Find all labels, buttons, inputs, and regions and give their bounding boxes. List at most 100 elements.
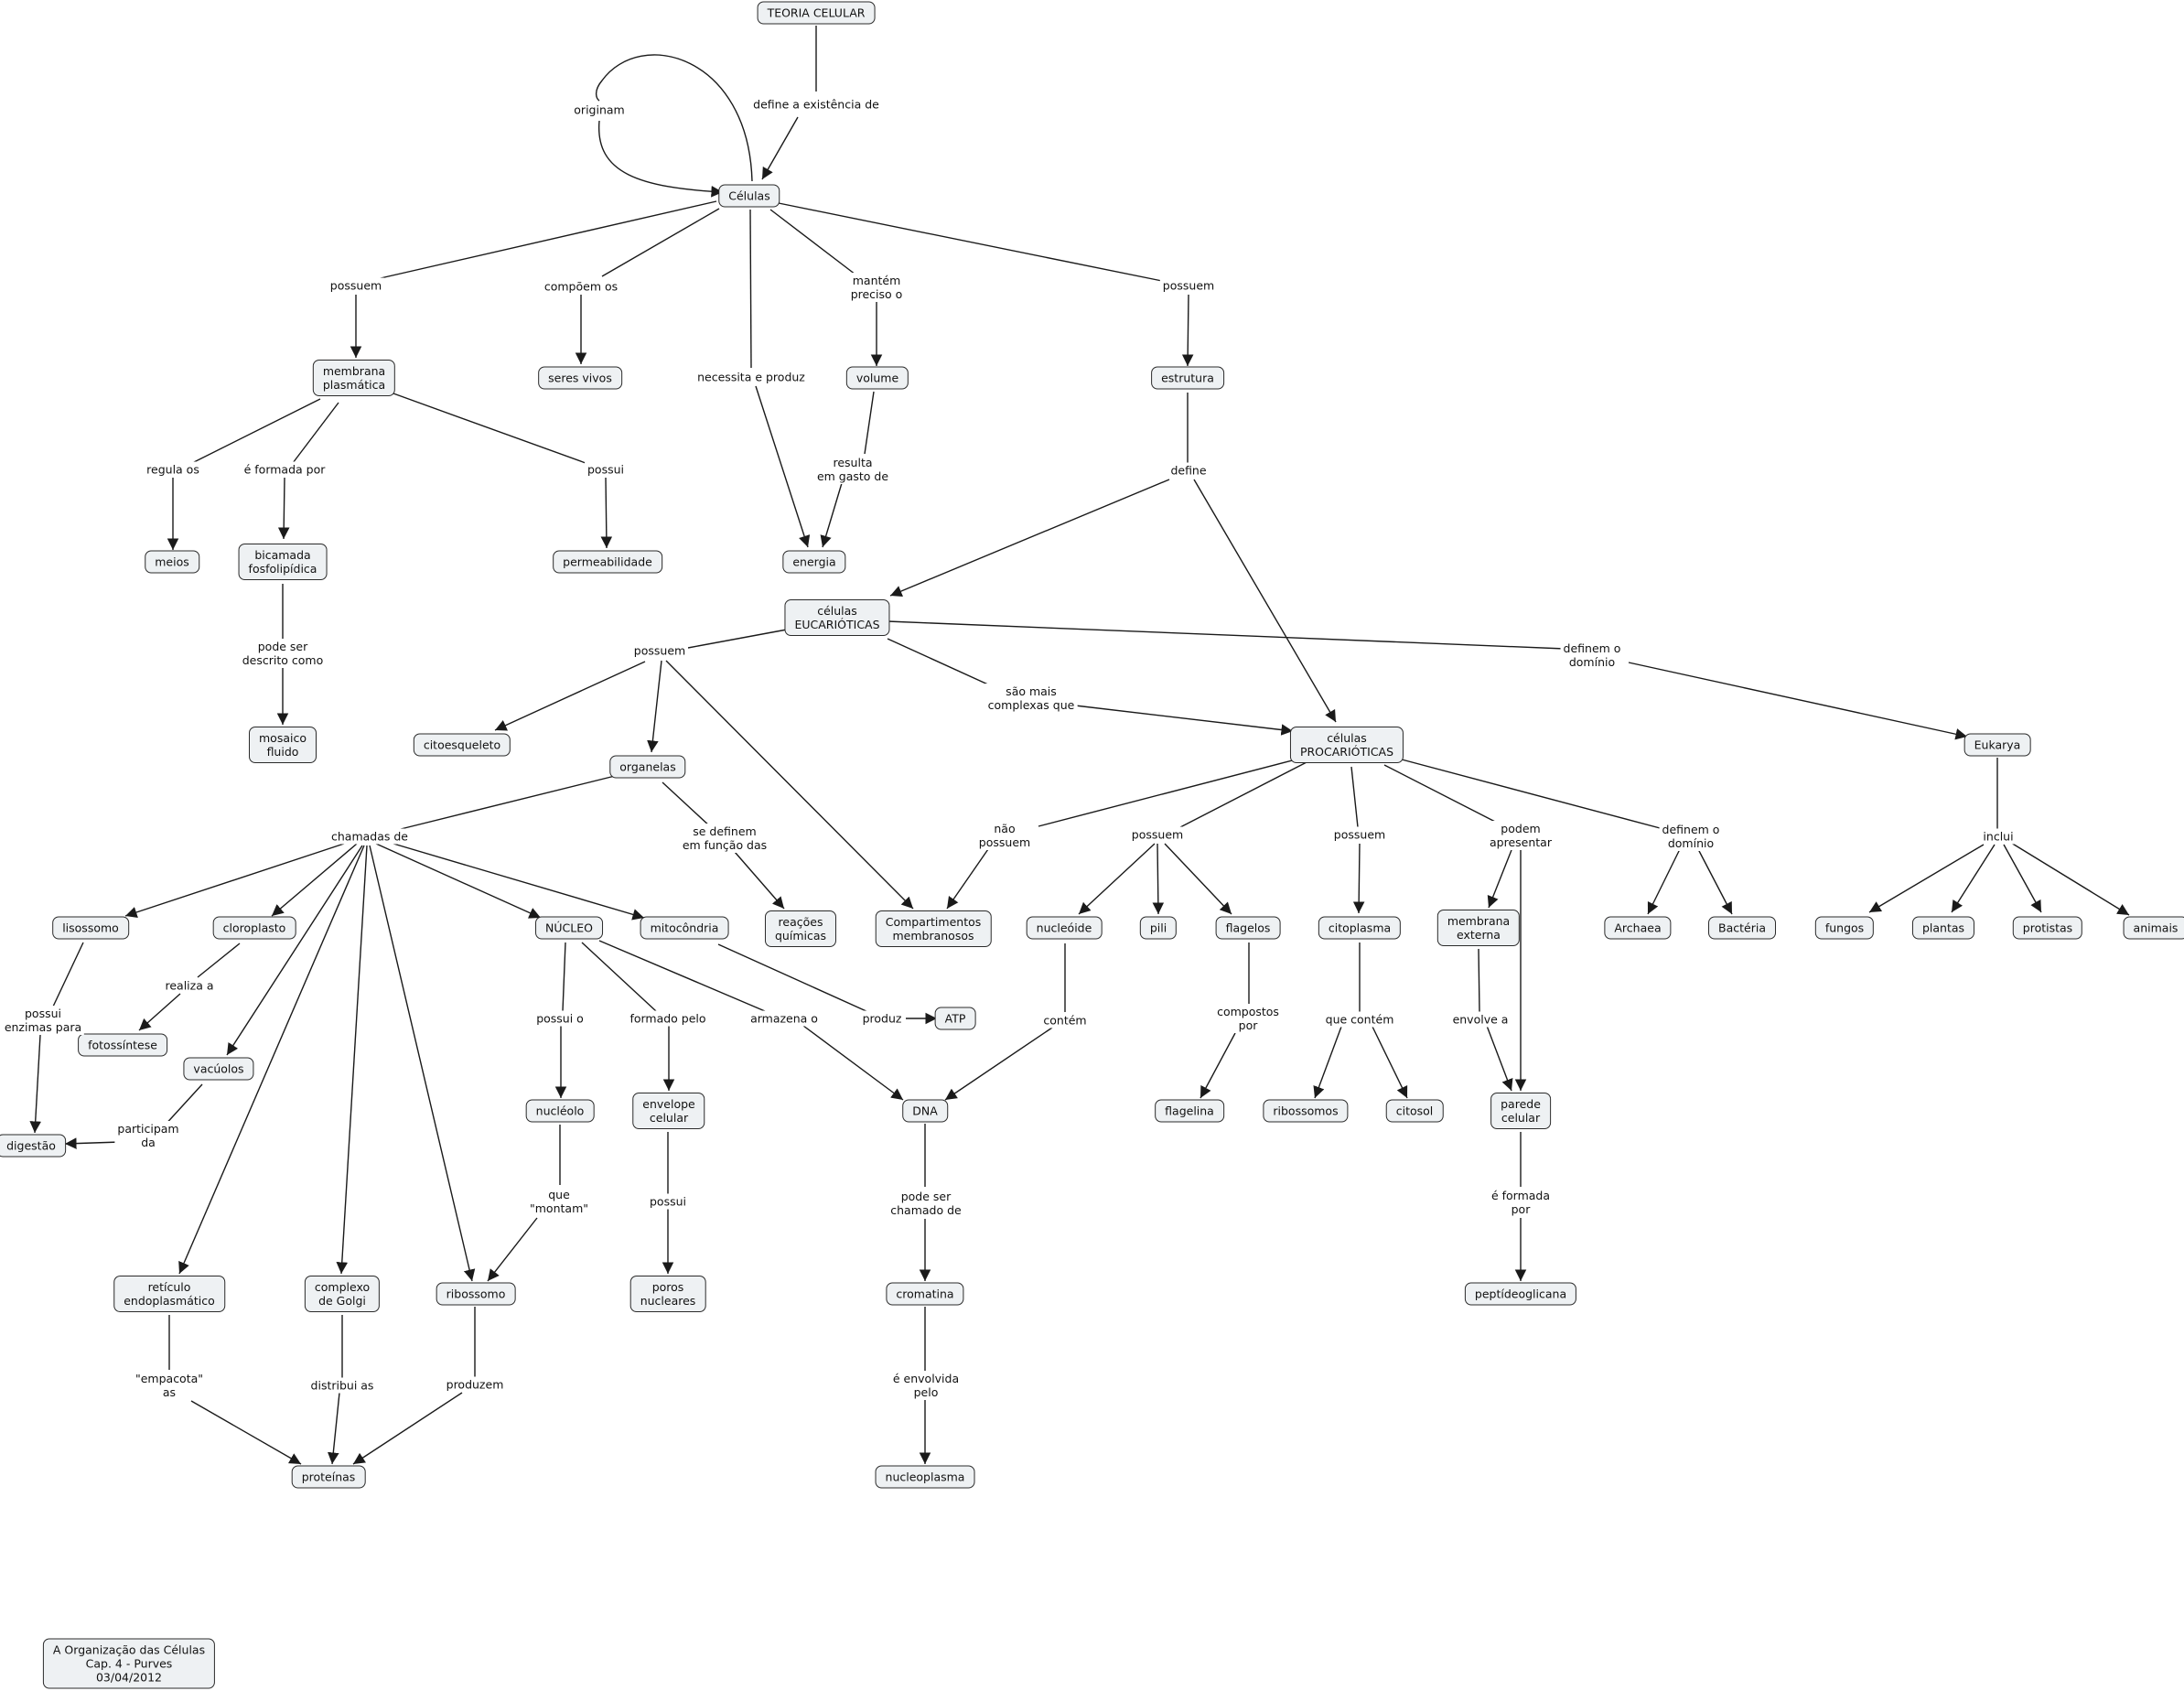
link-participam-da: participam da: [114, 1121, 182, 1150]
concept-lisossomo[interactable]: lisossomo: [52, 916, 129, 940]
concept-parede-celular[interactable]: parede celular: [1490, 1093, 1551, 1129]
concept-protistas[interactable]: protistas: [2012, 916, 2083, 940]
concept-atp[interactable]: ATP: [934, 1007, 976, 1030]
concept-plantas[interactable]: plantas: [1911, 916, 1975, 940]
connector-line-84: [1372, 1026, 1408, 1099]
concept-flagelina[interactable]: flagelina: [1155, 1099, 1224, 1123]
link-armazena-o: armazena o: [748, 1010, 821, 1027]
concept-envelope-celular[interactable]: envelope celular: [632, 1093, 705, 1129]
concept-nucleoide[interactable]: nucleóide: [1026, 916, 1103, 940]
concept-celulas-procarioticas[interactable]: células PROCARIÓTICAS: [1289, 727, 1404, 763]
link-possuem-citoplasma: possuem: [1330, 826, 1389, 843]
concept-teoria-celular[interactable]: TEORIA CELULAR: [757, 1, 876, 25]
link-possuem-procar: possuem: [1128, 826, 1187, 843]
link-e-formada-por-parede: é formada por: [1488, 1188, 1554, 1217]
connector-line-36: [1951, 844, 1996, 913]
connector-line-81: [1200, 1032, 1236, 1099]
connector-line-62: [1647, 848, 1681, 915]
concept-bicamada-fosfolipidica[interactable]: bicamada fosfolipídica: [238, 544, 328, 580]
self-loop-upper: [595, 54, 753, 182]
concept-ribossomos[interactable]: ribossomos: [1263, 1099, 1349, 1123]
connector-line-57: [1352, 843, 1365, 914]
connector-line-74: [598, 940, 766, 1012]
link-distribui-as: distribui as: [307, 1377, 377, 1394]
connector-line-72: [581, 942, 657, 1012]
connector-line-29: [665, 660, 914, 910]
link-que-contem: que contém: [1322, 1011, 1397, 1028]
concept-bacteria[interactable]: Bactéria: [1708, 916, 1776, 940]
concept-vacuolos[interactable]: vacúolos: [183, 1057, 254, 1081]
concept-mitocondria[interactable]: mitocôndria: [640, 916, 729, 940]
concept-compartimentos-membranosos[interactable]: Compartimentos membranosos: [875, 910, 992, 947]
connector-line-49: [734, 851, 785, 910]
link-contem: contém: [1040, 1012, 1090, 1029]
connector-line-66: [197, 942, 241, 978]
concept-celulas[interactable]: Células: [718, 184, 780, 208]
connector-line-27: [494, 661, 646, 731]
concept-ribossomo[interactable]: ribossomo: [436, 1282, 516, 1306]
connector-line-59: [1487, 849, 1512, 909]
link-nao-possuem: não possuem: [975, 821, 1034, 850]
concept-permeabilidade[interactable]: permeabilidade: [553, 550, 662, 574]
link-podem-apresentar: podem apresentar: [1487, 821, 1555, 850]
concept-poros-nucleares[interactable]: poros nucleares: [629, 1276, 706, 1312]
concept-citosol[interactable]: citosol: [1385, 1099, 1444, 1123]
concept-mosaico-fluido[interactable]: mosaico fluido: [249, 727, 317, 763]
concept-dna[interactable]: DNA: [902, 1099, 948, 1123]
connector-line-18: [600, 477, 613, 549]
connector-line-63: [1697, 848, 1733, 915]
concept-energia[interactable]: energia: [782, 550, 846, 574]
concept-archaea[interactable]: Archaea: [1604, 916, 1672, 940]
connector-line-9: [769, 209, 856, 275]
concept-proteinas[interactable]: proteínas: [291, 1465, 366, 1489]
concept-membrana-externa[interactable]: membrana externa: [1436, 910, 1521, 946]
connector-line-79: [944, 1027, 1053, 1101]
link-inclui: inclui: [1980, 828, 2017, 845]
connector-line-76: [717, 943, 869, 1013]
concept-peptideoglicana[interactable]: peptídeoglicana: [1464, 1282, 1577, 1306]
link-possui-o: possui o: [533, 1010, 586, 1027]
link-chamadas-de: chamadas de: [328, 828, 411, 845]
connector-line-7: [749, 209, 752, 369]
concept-celulas-eucarioticas[interactable]: células EUCARIÓTICAS: [784, 599, 890, 636]
connector-line-15: [292, 402, 339, 464]
concept-nucleolo[interactable]: nucléolo: [525, 1099, 595, 1123]
concept-reacoes-quimicas[interactable]: reações químicas: [764, 910, 837, 947]
concept-meios[interactable]: meios: [145, 550, 199, 574]
concept-reticulo-endoplasmatico[interactable]: retículo endoplasmático: [113, 1276, 225, 1312]
concept-fungos[interactable]: fungos: [1814, 916, 1875, 940]
connector-line-26: [687, 629, 788, 649]
link-e-envolvida-pelo: é envolvida pelo: [889, 1371, 963, 1400]
concept-volume[interactable]: volume: [845, 366, 909, 390]
concept-complexo-de-golgi[interactable]: complexo de Golgi: [304, 1276, 381, 1312]
concept-pili[interactable]: pili: [1139, 916, 1178, 940]
concept-citoplasma[interactable]: citoplasma: [1318, 916, 1402, 940]
concept-digestao[interactable]: digestão: [0, 1134, 66, 1158]
concept-animais[interactable]: animais: [2123, 916, 2184, 940]
concept-citoesqueleto[interactable]: citoesqueleto: [413, 733, 511, 757]
connector-line-37: [2003, 844, 2042, 913]
connector-line-44: [336, 845, 368, 1275]
concept-cromatina[interactable]: cromatina: [886, 1282, 964, 1306]
concept-flagelos[interactable]: flagelos: [1215, 916, 1281, 940]
concept-organelas[interactable]: organelas: [609, 755, 686, 779]
self-loop-lower: [598, 120, 724, 198]
connector-line-32: [887, 620, 1565, 650]
link-definem-dominio-eukarya: definem o domínio: [1560, 641, 1624, 670]
link-envolve-a: envolve a: [1449, 1011, 1512, 1028]
concept-eukarya[interactable]: Eukarya: [1963, 733, 2031, 757]
concept-nucleo[interactable]: NÚCLEO: [535, 916, 603, 940]
connector-line-46: [375, 843, 542, 919]
connector-line-69: [64, 1137, 122, 1149]
concept-estrutura[interactable]: estrutura: [1151, 366, 1224, 390]
credits-box: A Organização das Células Cap. 4 - Purve…: [42, 1638, 216, 1689]
connector-line-54: [1152, 843, 1165, 915]
concept-membrana-plasmatica[interactable]: membrana plasmática: [312, 360, 396, 396]
link-definem-dominio-procar: definem o domínio: [1659, 822, 1723, 851]
concept-seres-vivos[interactable]: seres vivos: [538, 366, 622, 390]
concept-fotossintese[interactable]: fotossíntese: [78, 1033, 167, 1057]
concept-cloroplasto[interactable]: cloroplasto: [212, 916, 296, 940]
concept-nucleoplasma[interactable]: nucleoplasma: [875, 1465, 975, 1489]
